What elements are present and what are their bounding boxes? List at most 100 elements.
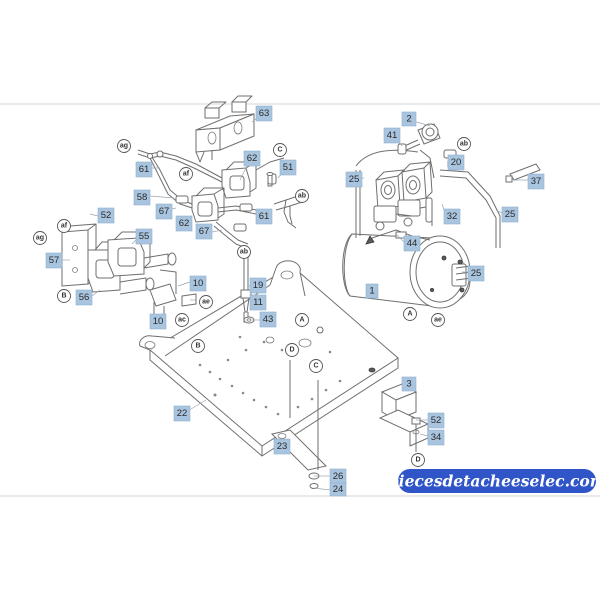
marker-C: C — [273, 143, 287, 157]
callout-56: 56 — [75, 289, 93, 306]
callout-62: 62 — [243, 150, 261, 167]
svg-text:af: af — [183, 171, 190, 178]
svg-text:C: C — [277, 147, 282, 154]
svg-text:67: 67 — [199, 226, 210, 237]
marker-af: af — [179, 167, 193, 181]
svg-text:ag: ag — [120, 143, 128, 150]
svg-text:56: 56 — [79, 292, 90, 303]
marker-B: B — [57, 289, 71, 303]
svg-text:A: A — [299, 317, 304, 324]
svg-text:41: 41 — [387, 130, 398, 141]
marker-B: B — [191, 339, 205, 353]
marker-ab: ab — [457, 137, 471, 151]
callout-41: 41 — [383, 127, 401, 144]
marker-C: C — [309, 359, 323, 373]
callout-52: 52 — [97, 207, 115, 224]
watermark-banner: piecesdetacheeselec.com — [388, 469, 600, 493]
svg-text:43: 43 — [263, 314, 274, 325]
svg-text:3: 3 — [406, 379, 411, 390]
callout-1: 1 — [365, 283, 379, 299]
bracket-right — [378, 383, 430, 452]
svg-text:55: 55 — [139, 231, 150, 242]
callout-58: 58 — [133, 189, 151, 206]
svg-text:A: A — [407, 311, 412, 318]
svg-text:63: 63 — [259, 108, 270, 119]
callout-3: 3 — [401, 376, 417, 392]
callout-57: 57 — [45, 252, 63, 269]
svg-text:52: 52 — [101, 210, 112, 221]
svg-text:58: 58 — [137, 192, 148, 203]
callout-67: 67 — [155, 203, 173, 220]
svg-text:61: 61 — [139, 164, 150, 175]
svg-text:26: 26 — [333, 471, 344, 482]
svg-text:20: 20 — [451, 157, 462, 168]
svg-text:B: B — [61, 293, 66, 300]
svg-text:2: 2 — [406, 114, 411, 125]
callout-23: 23 — [273, 438, 291, 455]
svg-text:11: 11 — [253, 297, 263, 308]
valve-group-top — [137, 95, 303, 249]
svg-text:C: C — [313, 363, 318, 370]
callout-24: 24 — [329, 482, 347, 497]
svg-text:B: B — [195, 343, 200, 350]
callout-25: 25 — [501, 206, 519, 223]
part-51-screw — [266, 172, 274, 187]
svg-text:ab: ab — [298, 193, 306, 200]
callout-51: 51 — [279, 159, 297, 176]
svg-text:25: 25 — [505, 209, 516, 220]
watermark-text: piecesdetacheeselec.com — [388, 472, 600, 491]
svg-text:25: 25 — [471, 268, 482, 279]
svg-text:25: 25 — [349, 174, 360, 185]
svg-text:10: 10 — [153, 316, 164, 327]
marker-ag: ag — [33, 231, 47, 245]
part-callouts: 63 62 51 61 58 67 62 67 61 55 52 57 56 1… — [45, 105, 545, 497]
svg-text:62: 62 — [179, 218, 190, 229]
callout-67: 67 — [195, 223, 213, 240]
marker-ab: ab — [237, 245, 251, 259]
callout-26: 26 — [329, 468, 347, 485]
svg-text:44: 44 — [407, 238, 418, 249]
callout-11: 11 — [249, 294, 267, 311]
svg-text:34: 34 — [431, 432, 442, 443]
callout-25: 25 — [345, 171, 363, 188]
svg-text:ae: ae — [434, 317, 442, 324]
marker-ag: ag — [117, 139, 131, 153]
svg-text:22: 22 — [177, 408, 188, 419]
svg-text:62: 62 — [247, 153, 258, 164]
connection-markers: ag af ab C ab ab af ag B ae ac A B D C A… — [33, 137, 471, 467]
svg-text:10: 10 — [193, 278, 204, 289]
base-plate — [139, 260, 399, 457]
callout-63: 63 — [255, 105, 273, 122]
callout-20: 20 — [447, 154, 465, 171]
svg-text:51: 51 — [283, 162, 294, 173]
marker-ac: ac — [175, 313, 189, 327]
callout-2: 2 — [401, 111, 417, 127]
svg-text:23: 23 — [277, 441, 288, 452]
svg-text:19: 19 — [253, 280, 264, 291]
callout-19: 19 — [249, 277, 267, 294]
svg-text:ab: ab — [460, 141, 468, 148]
svg-text:52: 52 — [431, 415, 442, 426]
valve-block-left — [61, 223, 197, 322]
marker-ae: ae — [199, 295, 213, 309]
callout-44: 44 — [403, 235, 421, 252]
callout-25: 25 — [467, 265, 485, 282]
marker-D: D — [411, 453, 425, 467]
svg-text:61: 61 — [259, 211, 270, 222]
svg-text:67: 67 — [159, 206, 170, 217]
tank-assembly — [342, 123, 501, 309]
callout-55: 55 — [135, 228, 153, 245]
callout-32: 32 — [443, 208, 461, 225]
callout-10: 10 — [149, 313, 167, 330]
marker-D: D — [285, 343, 299, 357]
svg-text:D: D — [415, 457, 420, 464]
callout-61: 61 — [255, 208, 273, 225]
callout-22: 22 — [173, 405, 191, 422]
marker-A: A — [295, 313, 309, 327]
callout-43: 43 — [259, 311, 277, 328]
part-37-clip — [505, 163, 541, 183]
svg-text:ac: ac — [178, 317, 186, 324]
svg-text:24: 24 — [333, 484, 344, 495]
callout-37: 37 — [527, 173, 545, 190]
